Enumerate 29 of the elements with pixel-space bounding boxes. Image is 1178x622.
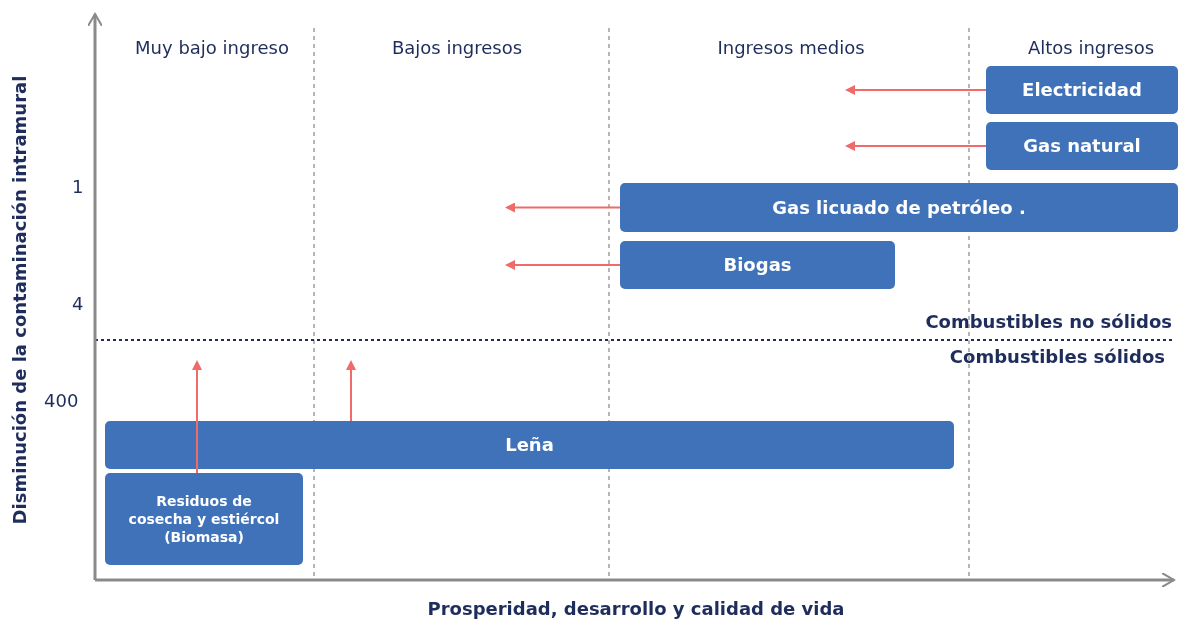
label-text: Altos ingresos bbox=[1027, 37, 1155, 58]
label-text: Muy bajo ingreso bbox=[135, 37, 289, 58]
label-text: Combustibles no sólidos bbox=[925, 311, 1172, 332]
fuel-bar bbox=[620, 241, 895, 289]
arrow bbox=[192, 360, 202, 474]
bar-label: Leña bbox=[505, 433, 554, 457]
axis-title: Prosperidad, desarrollo y calidad de vida bbox=[427, 598, 845, 619]
axis-title: Disminución de la contaminación intramural bbox=[8, 75, 30, 525]
label-text: 400 bbox=[44, 390, 79, 411]
label-text: 1 bbox=[72, 176, 84, 197]
bar-label: Biogas bbox=[723, 253, 792, 277]
fuel-bar bbox=[620, 183, 1178, 232]
arrow bbox=[505, 260, 621, 270]
bar-label: Electricidad bbox=[1022, 78, 1142, 102]
fuel-bar bbox=[986, 122, 1178, 170]
arrow bbox=[845, 141, 987, 151]
bar-label: Gas natural bbox=[1023, 134, 1141, 158]
label-text: Bajos ingresos bbox=[391, 37, 523, 58]
label-text: Ingresos medios bbox=[717, 37, 865, 58]
fuel-bar bbox=[986, 66, 1178, 114]
label-text: 4 bbox=[72, 293, 84, 314]
fuel-bar bbox=[105, 473, 303, 565]
label-text: Combustibles sólidos bbox=[949, 346, 1165, 367]
arrow bbox=[505, 202, 621, 213]
arrow bbox=[845, 85, 987, 95]
bar-label: Gas licuado de petróleo . bbox=[772, 195, 1026, 220]
fuel-bar bbox=[105, 421, 954, 469]
arrow bbox=[346, 360, 356, 422]
bar-label: Residuos de cosecha y estiércol (Biomasa) bbox=[127, 491, 281, 547]
